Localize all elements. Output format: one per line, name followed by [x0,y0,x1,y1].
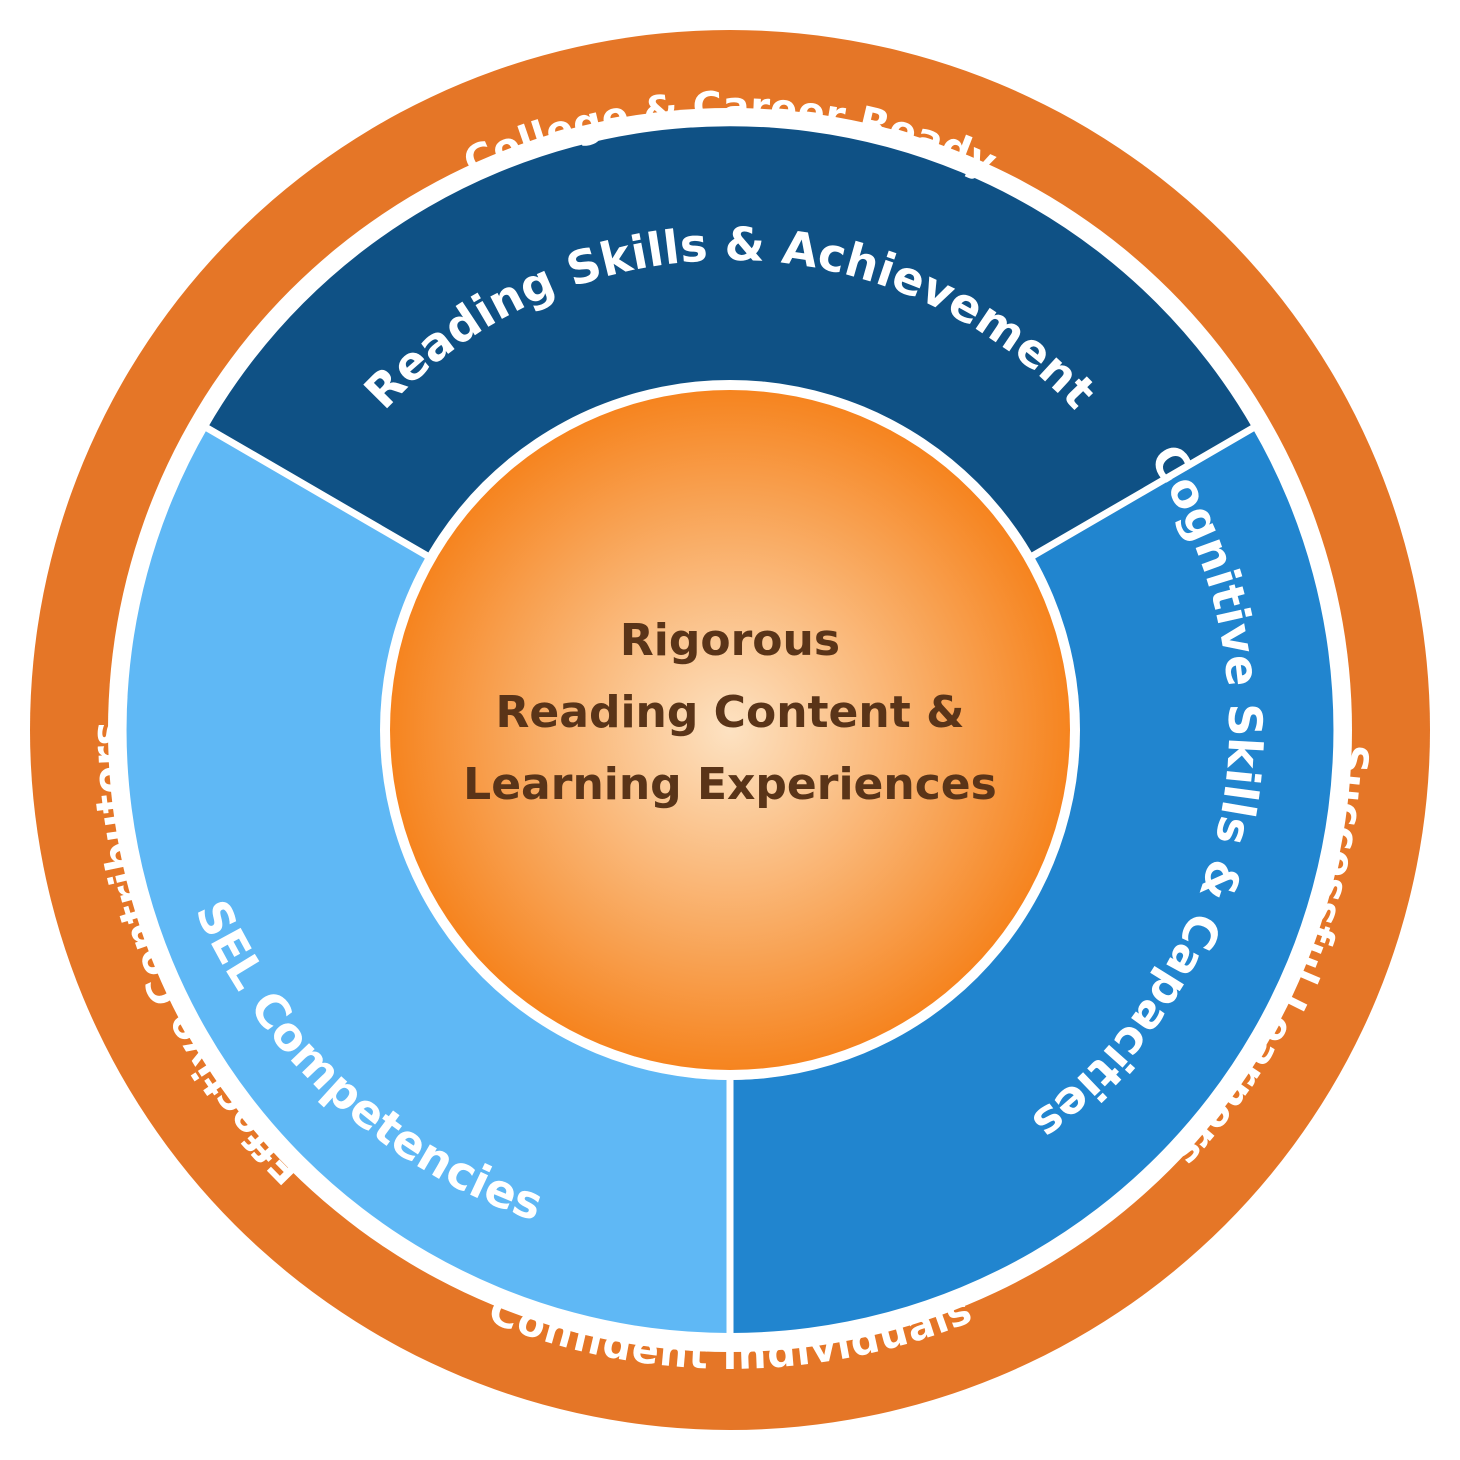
center-circle [390,390,1070,1070]
center-line-2: Reading Content & [496,687,965,738]
separator-left [201,422,431,560]
center-line-3: Learning Experiences [463,759,997,810]
segment-reading-skills [207,126,1253,557]
segment-cognitive-skills [730,428,1334,1334]
separator-right [1029,422,1259,560]
center-line-1: Rigorous [620,615,840,666]
segment-sel-competencies [126,428,730,1334]
